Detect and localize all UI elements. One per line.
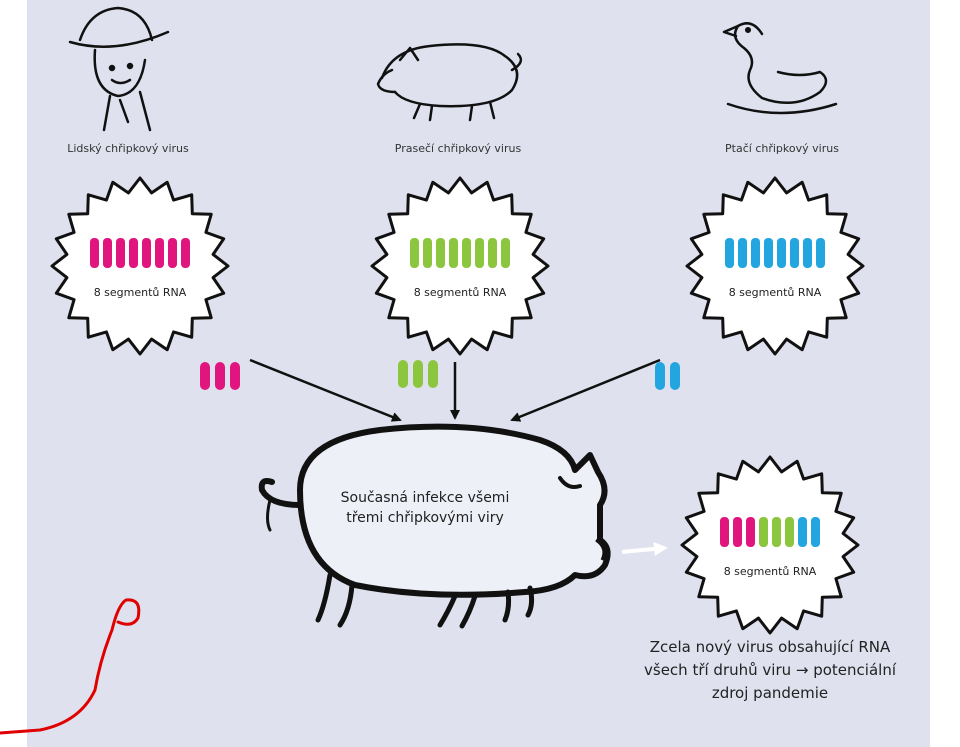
host-text-line1: Současná infekce všemi (341, 490, 510, 506)
contributed-segments-avian (655, 362, 680, 390)
segments-label-result: 8 segmentů RNA (724, 565, 817, 578)
virus-swine-rna-segment (449, 238, 458, 268)
virus-swine-rna-segment (436, 238, 445, 268)
contributed-human-segment (215, 362, 225, 390)
arrow-host-to-new-virus (622, 548, 664, 552)
arrow-human-to-host (250, 360, 400, 420)
virus-avian-rna-segment (790, 238, 799, 268)
virus-result-envelope (682, 457, 858, 633)
contributed-human-segment (200, 362, 210, 390)
virus-human-envelope (52, 178, 228, 354)
virus-swine (372, 178, 548, 354)
virus-result-rna-segment (759, 517, 768, 547)
host-pig-outline (262, 427, 608, 626)
virus-human-rna-segment (103, 238, 112, 268)
virus-human-rna-segment (116, 238, 125, 268)
virus-avian (687, 178, 863, 354)
virus-human-rna-segment (168, 238, 177, 268)
annotation-curve (0, 600, 139, 733)
label-swine-virus: Prasečí chřipkový virus (395, 142, 522, 155)
result-caption: Zcela nový virus obsahující RNA všech tř… (600, 636, 940, 705)
caption-line-1: Zcela nový virus obsahující RNA (600, 636, 940, 659)
virus-avian-envelope (687, 178, 863, 354)
virus-result-rna-segment (798, 517, 807, 547)
pig-icon (378, 44, 521, 120)
virus-swine-rna-segment (488, 238, 497, 268)
virus-swine-rna-segment (475, 238, 484, 268)
virus-avian-rna-segment (738, 238, 747, 268)
arrow-avian-to-host (512, 360, 660, 420)
contributed-segments-swine (398, 360, 438, 388)
virus-result-rna-segment (746, 517, 755, 547)
virus-avian-rna-segment (764, 238, 773, 268)
virus-swine-envelope (372, 178, 548, 354)
label-human-virus: Lidský chřipkový virus (67, 142, 189, 155)
virus-human-rna-segment (129, 238, 138, 268)
virus-swine-rna-segment (501, 238, 510, 268)
contributed-human-segment (230, 362, 240, 390)
virus-human-rna-segment (155, 238, 164, 268)
segments-label-avian: 8 segmentů RNA (729, 286, 822, 299)
cowboy-icon (70, 8, 168, 130)
duck-icon (724, 23, 836, 113)
virus-avian-rna-segment (777, 238, 786, 268)
virus-human (52, 178, 228, 354)
host-text-line2: třemi chřipkovými viry (346, 510, 504, 526)
virus-result-rna-segment (733, 517, 742, 547)
virus-result-rna-segment (785, 517, 794, 547)
virus-result-rna-segment (720, 517, 729, 547)
contributed-avian-segment (670, 362, 680, 390)
virus-swine-rna-segment (410, 238, 419, 268)
virus-avian-rna-segment (803, 238, 812, 268)
virus-human-rna-segment (90, 238, 99, 268)
contributed-swine-segment (428, 360, 438, 388)
virus-human-rna-segment (142, 238, 151, 268)
contributed-swine-segment (398, 360, 408, 388)
caption-line-2: všech tří druhů viru → potenciální (600, 659, 940, 682)
virus-result (682, 457, 858, 633)
virus-swine-rna-segment (462, 238, 471, 268)
contributed-swine-segment (413, 360, 423, 388)
label-avian-virus: Ptačí chřipkový virus (725, 142, 839, 155)
contributed-segments-human (200, 362, 240, 390)
contributed-avian-segment (655, 362, 665, 390)
virus-swine-rna-segment (423, 238, 432, 268)
segments-label-swine: 8 segmentů RNA (414, 286, 507, 299)
caption-line-3: zdroj pandemie (600, 682, 940, 705)
virus-human-rna-segment (181, 238, 190, 268)
virus-avian-rna-segment (816, 238, 825, 268)
virus-avian-rna-segment (751, 238, 760, 268)
virus-avian-rna-segment (725, 238, 734, 268)
virus-result-rna-segment (772, 517, 781, 547)
virus-result-rna-segment (811, 517, 820, 547)
segments-label-human: 8 segmentů RNA (94, 286, 187, 299)
